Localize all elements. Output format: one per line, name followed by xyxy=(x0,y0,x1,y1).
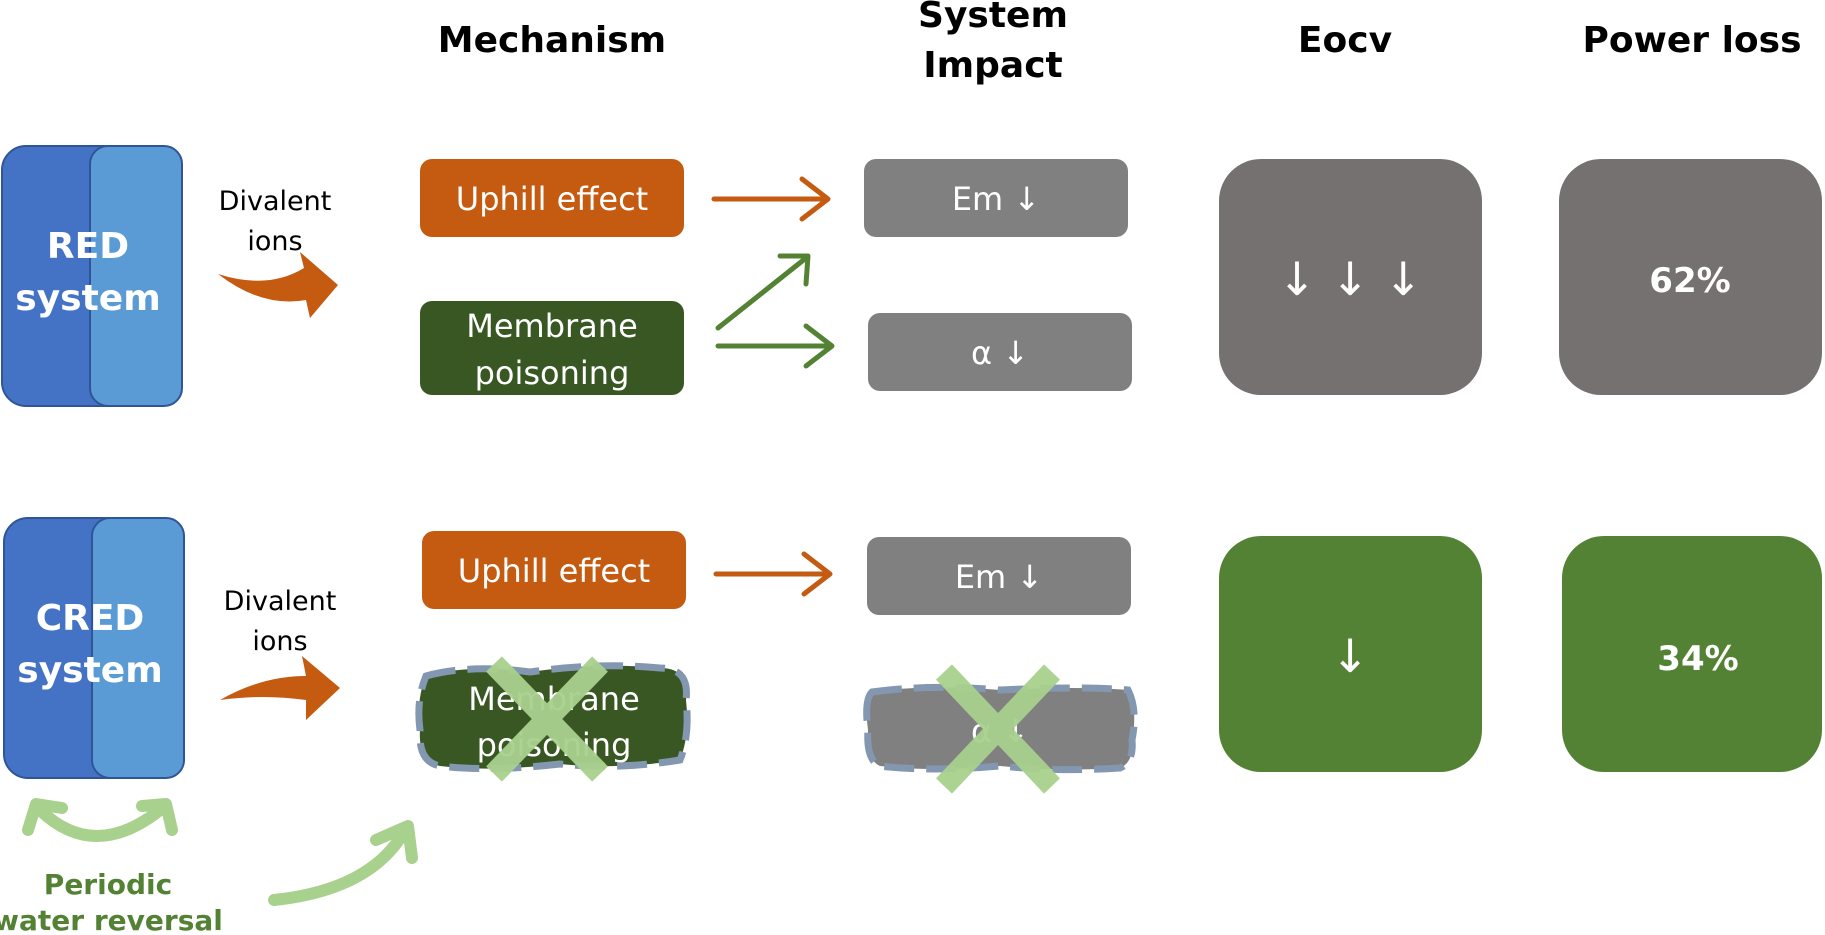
cred-membrane-crossed-box: Membrane poisoning xyxy=(415,656,691,782)
cred-alpha-crossed-box: α ↓ xyxy=(863,664,1138,794)
red-divalent-ions-line1: Divalent xyxy=(219,186,332,217)
red-uphill-label: Uphill effect xyxy=(456,180,648,218)
red-membrane-box: Membrane poisoning xyxy=(420,301,684,395)
red-curved-arrow-icon xyxy=(218,252,338,318)
red-eocv-box: ↓ ↓ ↓ xyxy=(1219,159,1482,395)
reversal-double-arrow-icon xyxy=(22,798,178,842)
red-power-loss-value: 62% xyxy=(1649,261,1730,301)
cred-divalent-ions-line2: ions xyxy=(252,626,307,657)
cred-alpha-x-mark-icon xyxy=(936,664,1060,794)
cred-divalent-ions-line1: Divalent xyxy=(224,586,337,617)
red-alpha-impact-label: α ↓ xyxy=(971,334,1029,372)
red-uphill-box: Uphill effect xyxy=(420,159,684,237)
cred-system-label-line1: CRED xyxy=(36,598,145,639)
cred-uphill-label: Uphill effect xyxy=(458,552,650,590)
header-system-impact-line1: System xyxy=(918,0,1068,36)
reversal-label-line2: water reversal xyxy=(0,904,223,935)
header-mechanism: Mechanism xyxy=(438,20,666,61)
cred-power-loss-value: 34% xyxy=(1657,639,1738,679)
red-uphill-arrow-icon xyxy=(711,176,831,222)
red-em-impact-label: Em ↓ xyxy=(952,180,1040,218)
red-membrane-label-line2: poisoning xyxy=(475,354,630,392)
red-alpha-impact-box: α ↓ xyxy=(868,313,1132,391)
cred-eocv-value: ↓ xyxy=(1331,629,1370,683)
red-divalent-ions-line2: ions xyxy=(247,226,302,257)
red-system-label-line1: RED xyxy=(47,226,129,267)
red-membrane-label-line1: Membrane xyxy=(466,307,638,345)
cred-membrane-x-mark-icon xyxy=(486,656,608,782)
red-membrane-to-alpha-arrow-icon xyxy=(715,323,835,369)
red-em-impact-box: Em ↓ xyxy=(864,159,1128,237)
reversal-label-line1: Periodic xyxy=(44,868,172,901)
cred-em-impact-label: Em ↓ xyxy=(955,558,1043,596)
cred-em-impact-box: Em ↓ xyxy=(867,537,1131,615)
cred-system-label-line2: system xyxy=(17,650,162,691)
cred-eocv-box: ↓ xyxy=(1219,536,1482,772)
header-eocv: Eocv xyxy=(1298,20,1392,61)
cred-power-loss-box: 34% xyxy=(1562,536,1822,772)
header-power-loss: Power loss xyxy=(1582,20,1801,61)
red-membrane-to-em-arrow-icon xyxy=(715,253,811,331)
reversal-to-membrane-arrow-icon xyxy=(268,820,418,906)
red-system-label-line2: system xyxy=(15,278,160,319)
cred-system-block: CRED system xyxy=(3,517,185,779)
red-system-block: RED system xyxy=(1,145,183,407)
red-eocv-value: ↓ ↓ ↓ xyxy=(1278,252,1423,306)
red-power-loss-box: 62% xyxy=(1559,159,1822,395)
header-system-impact-line2: Impact xyxy=(923,45,1063,86)
cred-uphill-box: Uphill effect xyxy=(422,531,686,609)
cred-curved-arrow-icon xyxy=(220,656,340,720)
cred-uphill-arrow-icon xyxy=(713,551,833,597)
